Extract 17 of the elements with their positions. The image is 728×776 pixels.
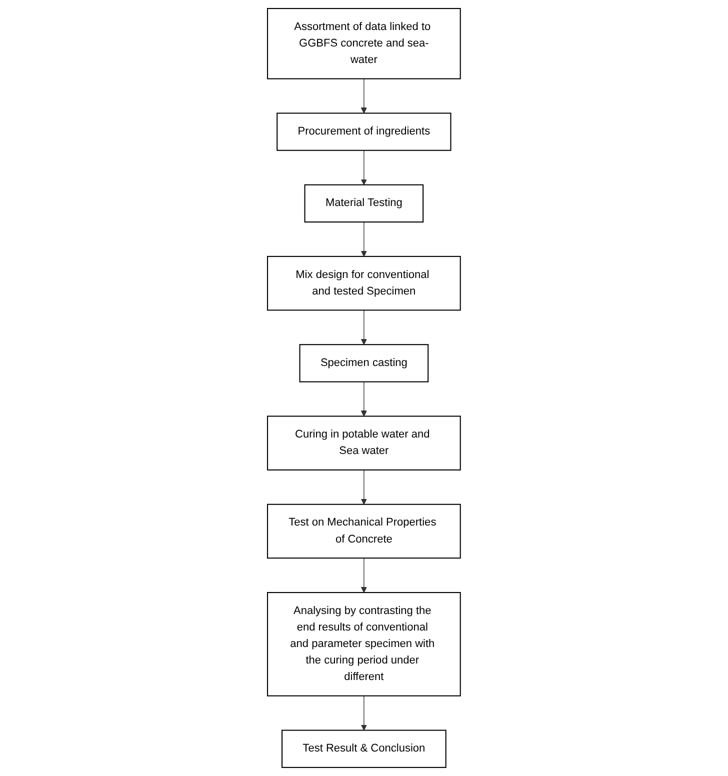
node-box: Material Testing bbox=[304, 184, 424, 223]
node-box: Mix design for conventional and tested Specimen bbox=[267, 256, 461, 311]
node-box: Procurement of ingredients bbox=[276, 112, 452, 151]
arrow bbox=[360, 470, 368, 505]
node-box: Assortment of data linked to GGBFS concrete and sea-water bbox=[267, 8, 461, 80]
node-box: Specimen casting bbox=[299, 344, 429, 382]
arrow bbox=[360, 78, 368, 114]
node-box: Test on Mechanical Properties of Concrete bbox=[267, 504, 461, 559]
arrow bbox=[360, 381, 368, 416]
node-box: Analysing by contrasting the end results of conventional and parameter specimen with the curing period under different bbox=[267, 592, 461, 696]
arrow bbox=[360, 696, 368, 731]
node-box: Test Result & Conclusion bbox=[282, 730, 446, 768]
arrow bbox=[360, 150, 368, 186]
arrow bbox=[360, 222, 368, 257]
node-box: Curing in potable water and Sea water bbox=[267, 416, 461, 470]
arrow bbox=[360, 310, 368, 345]
arrow bbox=[360, 558, 368, 593]
